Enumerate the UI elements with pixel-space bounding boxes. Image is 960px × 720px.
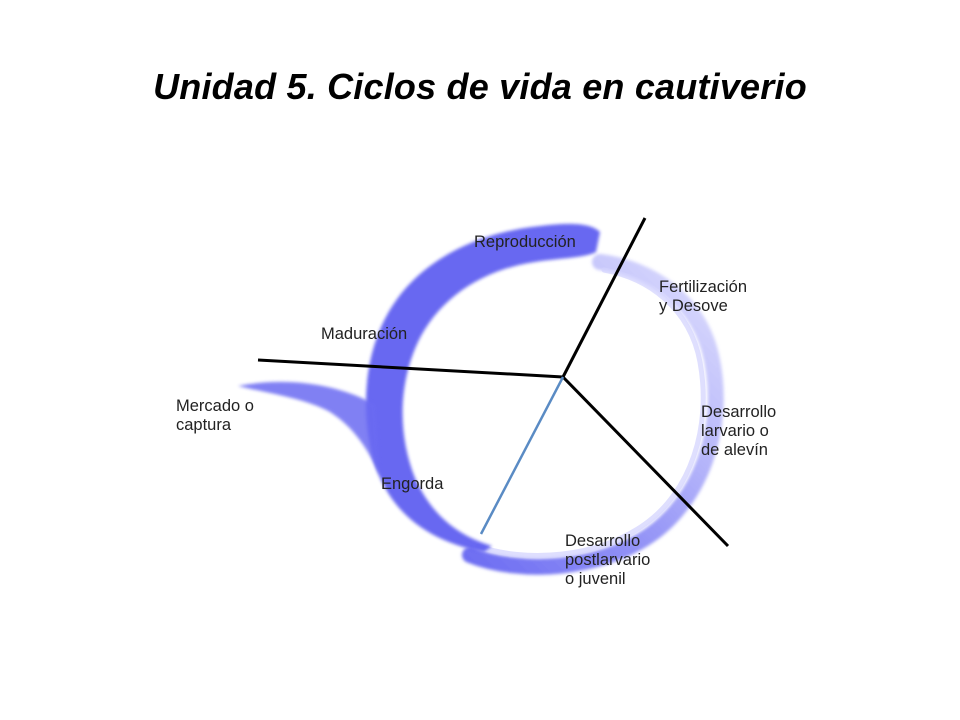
page-title: Unidad 5. Ciclos de vida en cautiverio: [153, 66, 807, 107]
stage-label-larvario-line-1: Desarrollo: [701, 403, 777, 421]
stage-label-maduracion: Maduración: [321, 325, 408, 343]
stage-label-desarrollo-postlarvario: Desarrollo postlarvario o juvenil: [565, 532, 650, 589]
stage-label-mercado-line-1: Mercado o: [176, 397, 254, 415]
stage-label-postlarvario-line-3: o juvenil: [565, 570, 626, 588]
stage-label-fertilizacion: Fertilización y Desove: [659, 278, 747, 316]
stage-label-reproduccion: Reproducción: [474, 233, 576, 251]
stage-label-larvario-line-3: de alevín: [701, 441, 768, 459]
stage-label-mercado-line-2: captura: [176, 416, 232, 434]
stage-label-larvario-line-2: larvario o: [701, 422, 769, 440]
cycle-arrow-main: [365, 223, 600, 552]
stage-label-desarrollo-larvario: Desarrollo larvario o de alevín: [701, 403, 776, 460]
cycle-arrow-light: [462, 254, 724, 575]
stage-label-fertilizacion-line-1: Fertilización: [659, 278, 748, 296]
stage-label-postlarvario-line-1: Desarrollo: [565, 532, 641, 550]
stage-label-engorda: Engorda: [381, 475, 444, 493]
divider-larvario-postlarvario: [561, 375, 730, 548]
cycle-arrow-light-inner: [475, 267, 706, 558]
stage-label-postlarvario-line-2: postlarvario: [565, 551, 651, 569]
divider-reproduccion-fertilizacion: [561, 217, 647, 378]
cycle-arrow-tail: [238, 381, 380, 475]
stage-label-mercado: Mercado o captura: [176, 397, 254, 435]
divider-engorda-postlarvario: [479, 376, 565, 535]
divider-mercado-maduracion: [257, 358, 564, 379]
stage-label-fertilizacion-line-2: y Desove: [659, 297, 728, 315]
